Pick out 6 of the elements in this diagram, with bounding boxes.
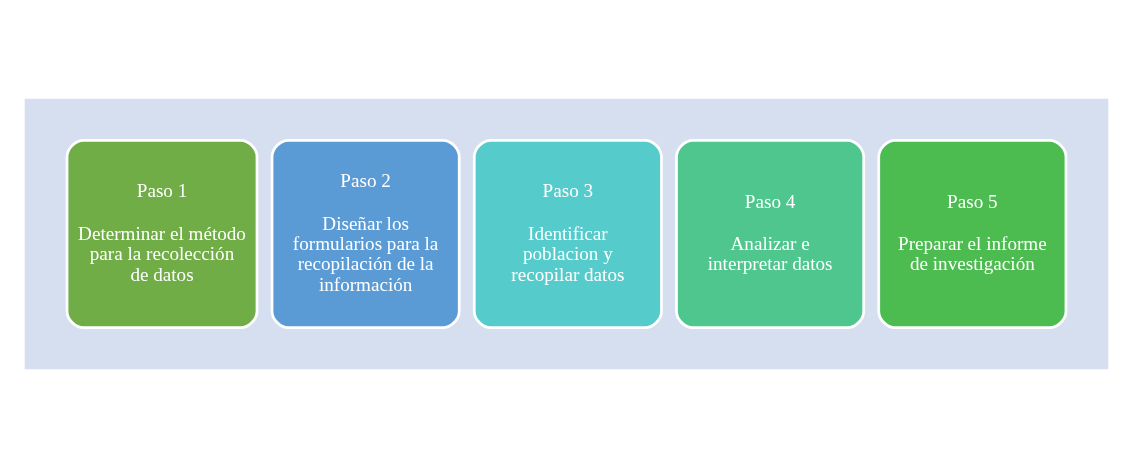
node-box: Paso 4 Analizar e interpretar datos <box>675 139 866 329</box>
node-box: Paso 2 Diseñar los formularios para la recopilación de la información <box>270 139 461 329</box>
node-box: Paso 1 Determinar el método para la recolección de datos <box>65 139 259 329</box>
cluster <box>24 98 1109 370</box>
node-box: Paso 3 Identificar poblacion y recopilar datos <box>472 139 663 329</box>
node-box: Paso 5 Preparar el informe de investigación <box>877 139 1068 329</box>
